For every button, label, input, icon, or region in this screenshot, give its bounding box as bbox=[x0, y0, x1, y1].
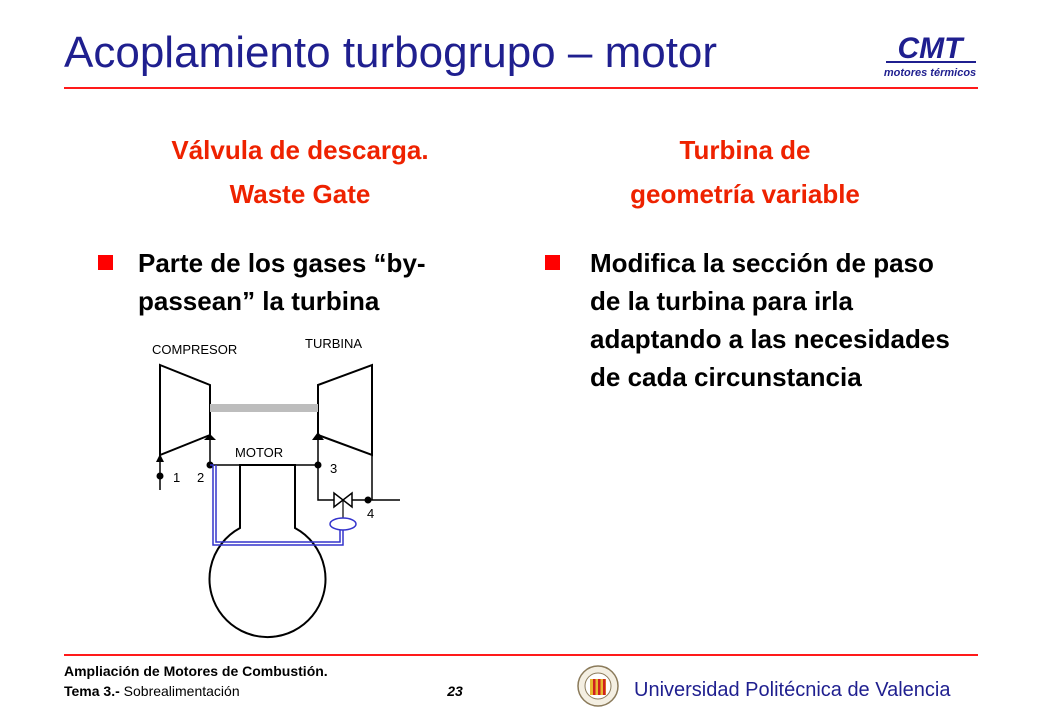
footer-course: Ampliación de Motores de Combustión. bbox=[64, 663, 328, 679]
footer-topic-name: Sobrealimentación bbox=[119, 683, 240, 699]
point-1-label: 1 bbox=[173, 470, 180, 485]
point-4-label: 4 bbox=[367, 506, 374, 521]
point-1-dot bbox=[156, 472, 164, 480]
logo-subtitle: motores térmicos bbox=[884, 67, 976, 79]
right-bullet-marker bbox=[545, 255, 560, 270]
point-2-label: 2 bbox=[197, 470, 204, 485]
footer-divider bbox=[64, 654, 978, 656]
left-column-heading: Válvula de descarga. Waste Gate bbox=[110, 128, 490, 216]
point-3-label: 3 bbox=[330, 461, 337, 476]
turbocharger-engine-diagram: COMPRESOR TURBINA MOTOR 1 2 3 4 bbox=[152, 336, 400, 638]
footer-topic-prefix: Tema 3.- bbox=[64, 683, 120, 699]
footer-topic: Tema 3.- Sobrealimentación bbox=[64, 683, 240, 699]
cmt-logo: CMT motores térmicos bbox=[884, 32, 976, 79]
compressor-shape bbox=[159, 363, 211, 457]
waste-gate-actuator bbox=[329, 517, 357, 531]
turbine-shape bbox=[317, 363, 373, 457]
right-heading-line2: geometría variable bbox=[630, 179, 860, 209]
engine-shape bbox=[208, 464, 327, 638]
university-seal-icon bbox=[577, 665, 619, 707]
right-column-heading: Turbina de geometría variable bbox=[555, 128, 935, 216]
university-name: Universidad Politécnica de Valencia bbox=[634, 679, 951, 701]
left-bullet-text: Parte de los gases “by-passean” la turbi… bbox=[138, 248, 426, 316]
logo-text: CMT bbox=[898, 32, 966, 65]
control-line bbox=[210, 464, 344, 546]
title-divider bbox=[64, 87, 978, 89]
slide-title: Acoplamiento turbogrupo – motor bbox=[64, 28, 718, 77]
compressor-label: COMPRESOR bbox=[152, 342, 237, 357]
left-bullet-marker bbox=[98, 255, 113, 270]
page-number: 23 bbox=[447, 683, 463, 699]
left-heading-line1: Válvula de descarga. bbox=[171, 135, 429, 165]
left-heading-line2: Waste Gate bbox=[229, 179, 371, 209]
right-heading-line1: Turbina de bbox=[679, 135, 811, 165]
turbo-shaft bbox=[210, 404, 318, 412]
right-bullet-text: Modifica la sección de paso de la turbin… bbox=[590, 248, 950, 392]
turbine-label: TURBINA bbox=[305, 336, 362, 351]
motor-label: MOTOR bbox=[235, 445, 283, 460]
